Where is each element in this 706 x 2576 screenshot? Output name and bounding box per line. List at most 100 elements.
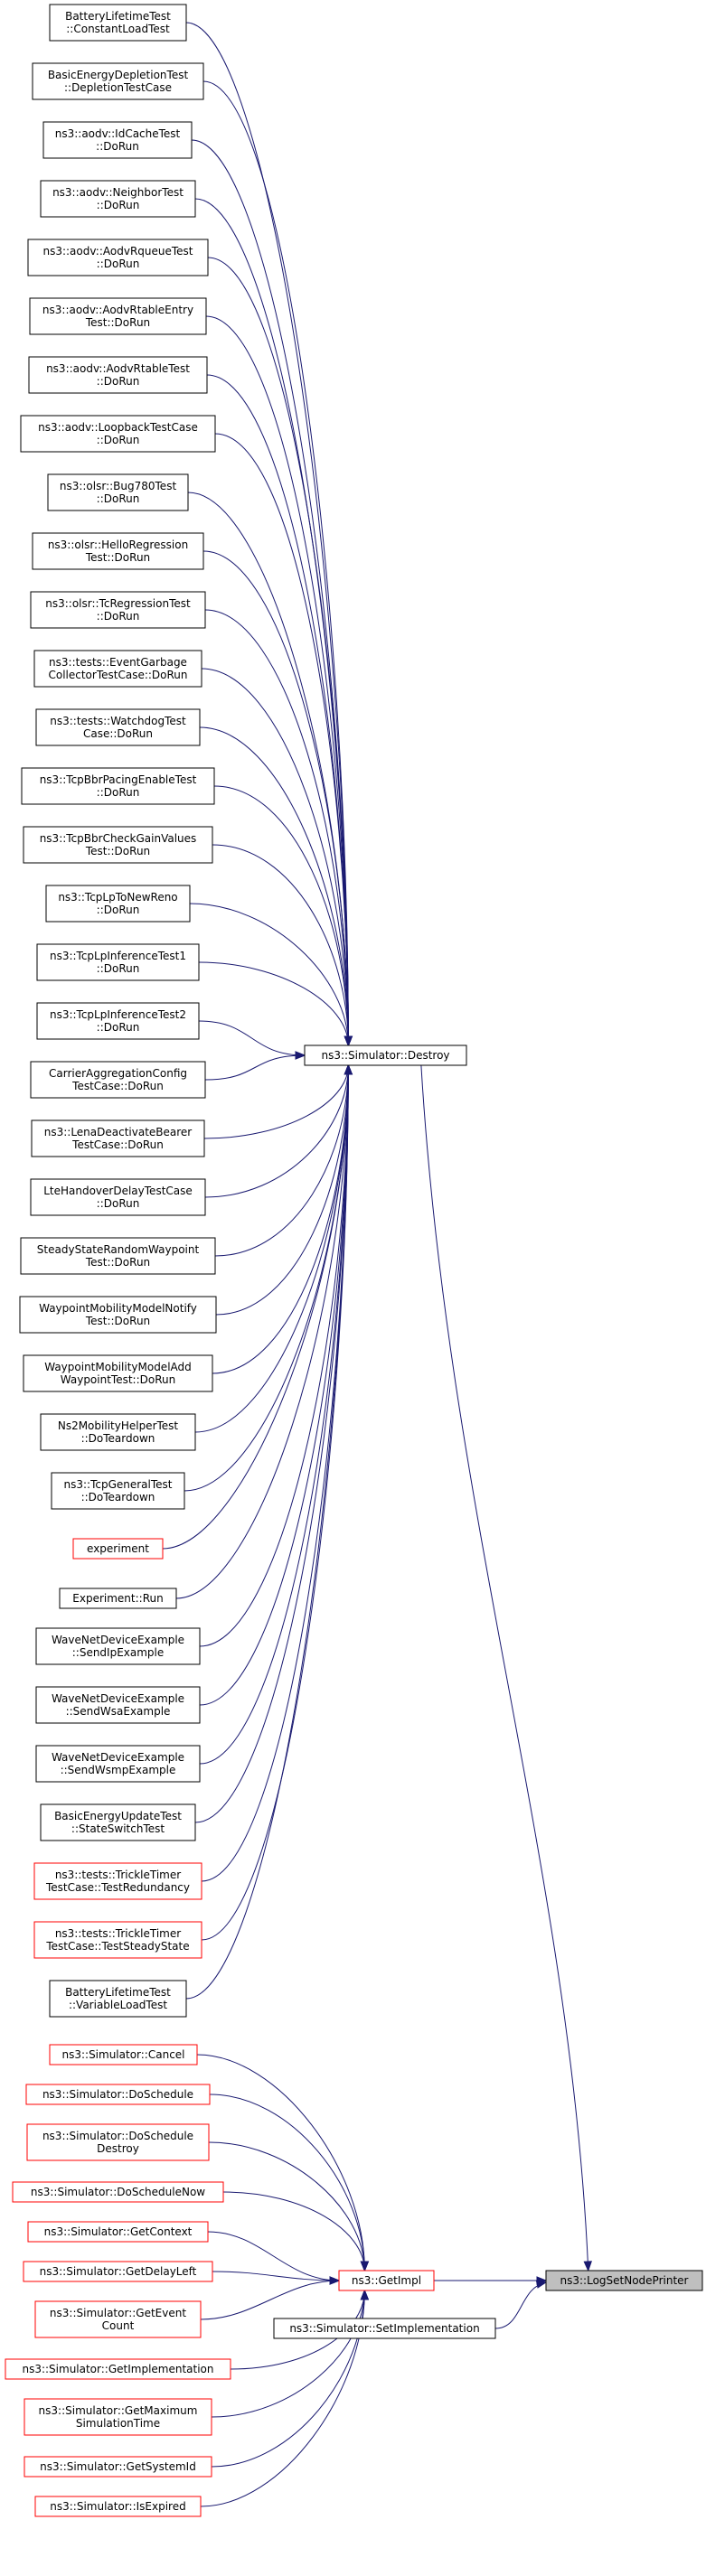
node-box	[21, 767, 215, 805]
node-box	[45, 885, 191, 923]
node-box	[40, 1803, 196, 1841]
node-sim-destroy[interactable]: ns3::Simulator::Destroy	[304, 1044, 467, 1066]
node-tests-eventgarbage[interactable]: ns3::tests::EventGarbageCollectorTestCas…	[33, 650, 202, 688]
node-box	[32, 62, 204, 100]
edge-tcplp-newreno-to-sim-destroy	[189, 903, 353, 1047]
node-trickle-redundancy[interactable]: ns3::tests::TrickleTimerTestCase::TestRe…	[33, 1862, 202, 1900]
node-experiment-run[interactable]: Experiment::Run	[59, 1588, 177, 1609]
node-box	[49, 1980, 187, 2018]
node-wave-sendwsa[interactable]: WaveNetDeviceExample::SendWsaExample	[35, 1686, 201, 1724]
node-label: ns3::Simulator::GetSystemId	[40, 2460, 196, 2473]
node-label: TestCase::DoRun	[71, 1138, 164, 1151]
node-tcpbbr-pacing[interactable]: ns3::TcpBbrPacingEnableTest::DoRun	[21, 767, 215, 805]
node-olsr-tc[interactable]: ns3::olsr::TcRegressionTest::DoRun	[30, 591, 206, 629]
node-label: BasicEnergyDepletionTest	[48, 69, 189, 81]
node-lte-handover[interactable]: LteHandoverDelayTestCase::DoRun	[30, 1178, 206, 1216]
node-label: ::DoRun	[97, 1197, 140, 1210]
node-sim-cancel[interactable]: ns3::Simulator::Cancel	[49, 2044, 198, 2065]
node-label: Test::DoRun	[85, 1256, 150, 1269]
node-label: ns3::olsr::TcRegressionTest	[45, 597, 191, 610]
node-label: WaveNetDeviceExample	[52, 1634, 184, 1646]
node-label: experiment	[87, 1542, 149, 1555]
edge-sim-cancel-to-getimpl	[196, 2054, 370, 2272]
node-sim-getcontext[interactable]: ns3::Simulator::GetContext	[27, 2221, 209, 2243]
node-sim-setimplementation[interactable]: ns3::Simulator::SetImplementation	[273, 2318, 496, 2339]
node-label: ns3::aodv::AodvRtableEntry	[42, 304, 193, 316]
node-label: TestCase::DoRun	[71, 1080, 164, 1092]
node-label: ns3::TcpGeneralTest	[63, 1478, 172, 1491]
node-box	[304, 1044, 467, 1066]
edge-tcp-general-to-sim-destroy	[184, 1063, 353, 1492]
node-wave-sendip[interactable]: WaveNetDeviceExample::SendIpExample	[35, 1627, 201, 1665]
node-sim-isexpired[interactable]: ns3::Simulator::IsExpired	[34, 2496, 202, 2517]
node-log-setnodeprinter[interactable]: ns3::LogSetNodePrinter	[545, 2270, 703, 2291]
node-label: ::DoRun	[97, 258, 140, 270]
node-label: BatteryLifetimeTest	[65, 10, 171, 23]
node-box	[33, 650, 202, 688]
node-ns2-mobility[interactable]: Ns2MobilityHelperTest::DoTeardown	[40, 1413, 196, 1451]
node-label: CollectorTestCase::DoRun	[48, 669, 187, 681]
node-label: ns3::aodv::LoopbackTestCase	[38, 421, 198, 434]
node-box	[72, 1538, 164, 1560]
node-tcp-general[interactable]: ns3::TcpGeneralTest::DoTeardown	[51, 1472, 185, 1510]
node-waypoint-add[interactable]: WaypointMobilityModelAddWaypointTest::Do…	[23, 1354, 213, 1392]
node-sim-getdelayleft[interactable]: ns3::Simulator::GetDelayLeft	[23, 2261, 213, 2282]
node-battery-constantload[interactable]: BatteryLifetimeTest::ConstantLoadTest	[49, 4, 187, 42]
node-experiment[interactable]: experiment	[72, 1538, 164, 1560]
node-label: ns3::tests::TrickleTimer	[55, 1927, 181, 1940]
node-sim-getsystemid[interactable]: ns3::Simulator::GetSystemId	[24, 2456, 212, 2478]
node-tcplp-inf2[interactable]: ns3::TcpLpInferenceTest2::DoRun	[36, 1002, 200, 1040]
node-aodv-neighbor[interactable]: ns3::aodv::NeighborTest::DoRun	[40, 180, 196, 218]
node-box	[20, 1237, 216, 1275]
node-label: Case::DoRun	[83, 727, 153, 740]
node-olsr-bug780[interactable]: ns3::olsr::Bug780Test::DoRun	[47, 473, 189, 511]
node-label: ::DoRun	[96, 140, 139, 153]
node-label: ::DoRun	[97, 904, 140, 916]
node-box	[51, 1472, 185, 1510]
node-sim-doschedule[interactable]: ns3::Simulator::DoSchedule	[25, 2084, 211, 2105]
node-aodv-rqueue[interactable]: ns3::aodv::AodvRqueueTest::DoRun	[27, 239, 209, 276]
node-label: ::SendWsmpExample	[61, 1764, 176, 1776]
node-basic-update[interactable]: BasicEnergyUpdateTest::StateSwitchTest	[40, 1803, 196, 1841]
node-label: Test::DoRun	[85, 1315, 150, 1327]
node-wave-sendwsmp[interactable]: WaveNetDeviceExample::SendWsmpExample	[35, 1745, 201, 1783]
node-label: ns3::LogSetNodePrinter	[560, 2274, 689, 2287]
nodes-layer: BatteryLifetimeTest::ConstantLoadTestBas…	[5, 4, 703, 2517]
node-tcplp-newreno[interactable]: ns3::TcpLpToNewReno::DoRun	[45, 885, 191, 923]
node-label: ::DoTeardown	[81, 1491, 155, 1503]
node-trickle-steady[interactable]: ns3::tests::TrickleTimerTestCase::TestSt…	[33, 1921, 202, 1959]
node-box	[40, 180, 196, 218]
node-basic-depletion[interactable]: BasicEnergyDepletionTest::DepletionTestC…	[32, 62, 204, 100]
node-sim-getimplementation[interactable]: ns3::Simulator::GetImplementation	[5, 2358, 231, 2380]
node-label: ns3::aodv::NeighborTest	[52, 186, 184, 199]
node-tcplp-inf1[interactable]: ns3::TcpLpInferenceTest1::DoRun	[36, 943, 200, 981]
node-aodv-idcache[interactable]: ns3::aodv::IdCacheTest::DoRun	[42, 121, 193, 159]
node-box	[545, 2270, 703, 2291]
node-aodv-loopback[interactable]: ns3::aodv::LoopbackTestCase::DoRun	[20, 415, 216, 453]
node-label: ::DoRun	[97, 492, 140, 505]
node-aodv-rtable[interactable]: ns3::aodv::AodvRtableTest::DoRun	[28, 356, 208, 394]
edge-sim-doschedule-destroy-to-getimpl	[208, 2141, 370, 2272]
edges-layer	[162, 22, 592, 2507]
node-battery-variable[interactable]: BatteryLifetimeTest::VariableLoadTest	[49, 1980, 187, 2018]
node-label: WaypointTest::DoRun	[61, 1373, 175, 1386]
edge-tcpbbr-pacing-to-sim-destroy	[213, 785, 353, 1047]
node-label: ns3::aodv::AodvRqueueTest	[42, 245, 193, 258]
node-sim-doschedule-now[interactable]: ns3::Simulator::DoScheduleNow	[12, 2181, 224, 2203]
node-label: ns3::Simulator::DoScheduleNow	[31, 2186, 205, 2198]
node-label: ns3::TcpLpToNewReno	[58, 891, 177, 904]
node-getimpl[interactable]: ns3::GetImpl	[338, 2270, 435, 2291]
node-box	[30, 1178, 206, 1216]
node-label: ns3::Simulator::GetImplementation	[22, 2363, 213, 2375]
